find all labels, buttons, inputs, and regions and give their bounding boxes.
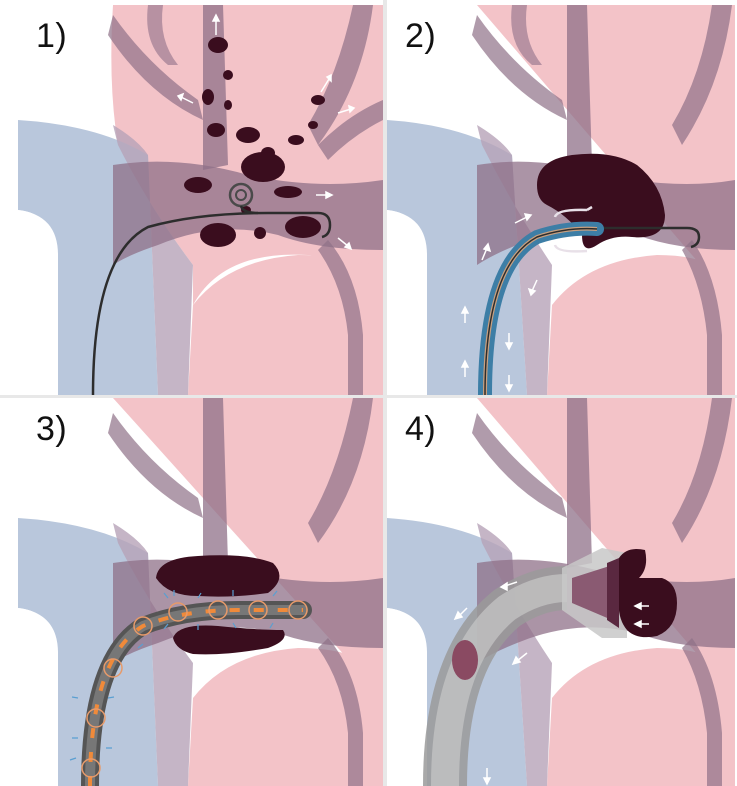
panel-label: 2)	[405, 19, 436, 53]
panel-1-illustration	[18, 5, 383, 395]
panel-label: 3)	[36, 412, 67, 446]
heart-outline	[18, 210, 58, 395]
panel-2-illustration	[387, 5, 735, 395]
panel-3: 3)	[18, 398, 383, 786]
clot-shadow	[607, 558, 619, 628]
panel-4-illustration	[387, 398, 735, 786]
heart-outline	[387, 210, 427, 395]
panel-divider-vertical	[383, 0, 387, 786]
panel-2: 2)	[387, 5, 735, 395]
panel-4: 4)	[387, 398, 735, 786]
panel-1: 1)	[18, 5, 383, 395]
heart-outline	[387, 608, 427, 786]
panel-divider-horizontal	[0, 395, 737, 398]
heart-outline	[18, 608, 58, 786]
panel-label: 1)	[36, 19, 67, 53]
panel-3-illustration	[18, 398, 383, 786]
clot-in-sheath	[452, 640, 478, 680]
panel-label: 4)	[405, 412, 436, 446]
